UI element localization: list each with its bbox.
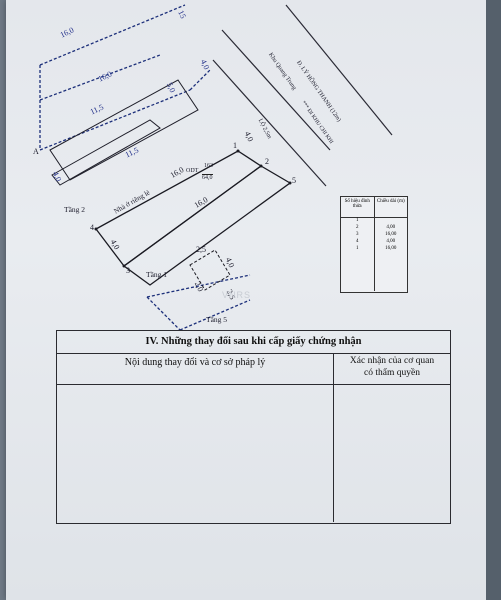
point-label: 3 [126,266,130,275]
section-header-row: Nội dung thay đổi và cơ sở pháp lý Xác n… [57,354,450,385]
point-label: A [33,147,39,156]
odt-label: ODT [186,168,199,174]
floor-label: Tầng 2 [64,205,86,214]
point-label: 4 [90,223,94,232]
col-content-header: Nội dung thay đổi và cơ sở pháp lý [57,354,334,384]
table-row: 1 16,00 [341,246,407,253]
floor-label: Tầng 5 [206,315,228,324]
cell-length: 16,00 [385,246,397,251]
document-page [6,0,486,600]
watermark: VNRS [222,290,252,300]
floor-label: Tầng 1 [146,270,168,279]
cell-vertex: 3 [341,232,375,239]
col-confirmation-line1: Xác nhận của cơ quan [349,356,435,366]
vertex-length-table: Số hiệu đỉnh thửa Chiều dài (m) 1 2 4,00… [340,196,408,293]
header-vertex: Số hiệu đỉnh thửa [341,197,375,217]
table-row: 4 4,00 [341,239,407,246]
table-row: 3 16,00 [341,232,407,239]
changes-section: IV. Những thay đổi sau khi cấp giấy chứn… [56,330,451,524]
col-confirmation-header: Xác nhận của cơ quan có thẩm quyền [334,354,450,384]
dim-label: 2,5 [196,245,206,254]
section-title: IV. Những thay đổi sau khi cấp giấy chứn… [57,331,450,354]
cell-length: 4,00 [386,225,396,230]
table-empty-area [341,253,407,291]
cell-length: 16,00 [385,232,397,237]
table-row: 1 [341,218,407,225]
cell-vertex: 1 [341,218,375,225]
confirmation-cell [334,385,450,522]
cell-length: 4,00 [386,239,396,244]
odt-number: 163 [204,163,213,169]
table-row: 2 4,00 [341,225,407,232]
cell-length [375,218,408,225]
section-body [57,385,450,522]
table-header: Số hiệu đỉnh thửa Chiều dài (m) [341,197,407,218]
cell-vertex: 2 [341,225,375,232]
point-label: 5 [292,176,296,185]
cell-vertex: 1 [341,246,375,253]
point-label: 2 [265,157,269,166]
land-plot-drawing [39,4,393,330]
header-length: Chiều dài (m) [376,199,405,204]
cell-vertex: 4 [341,239,375,246]
background-edge [486,0,501,600]
odt-area: 64,0 [202,174,213,181]
point-label: 1 [233,141,237,150]
content-cell [57,385,334,522]
col-confirmation-line2: có thẩm quyền [364,368,420,378]
